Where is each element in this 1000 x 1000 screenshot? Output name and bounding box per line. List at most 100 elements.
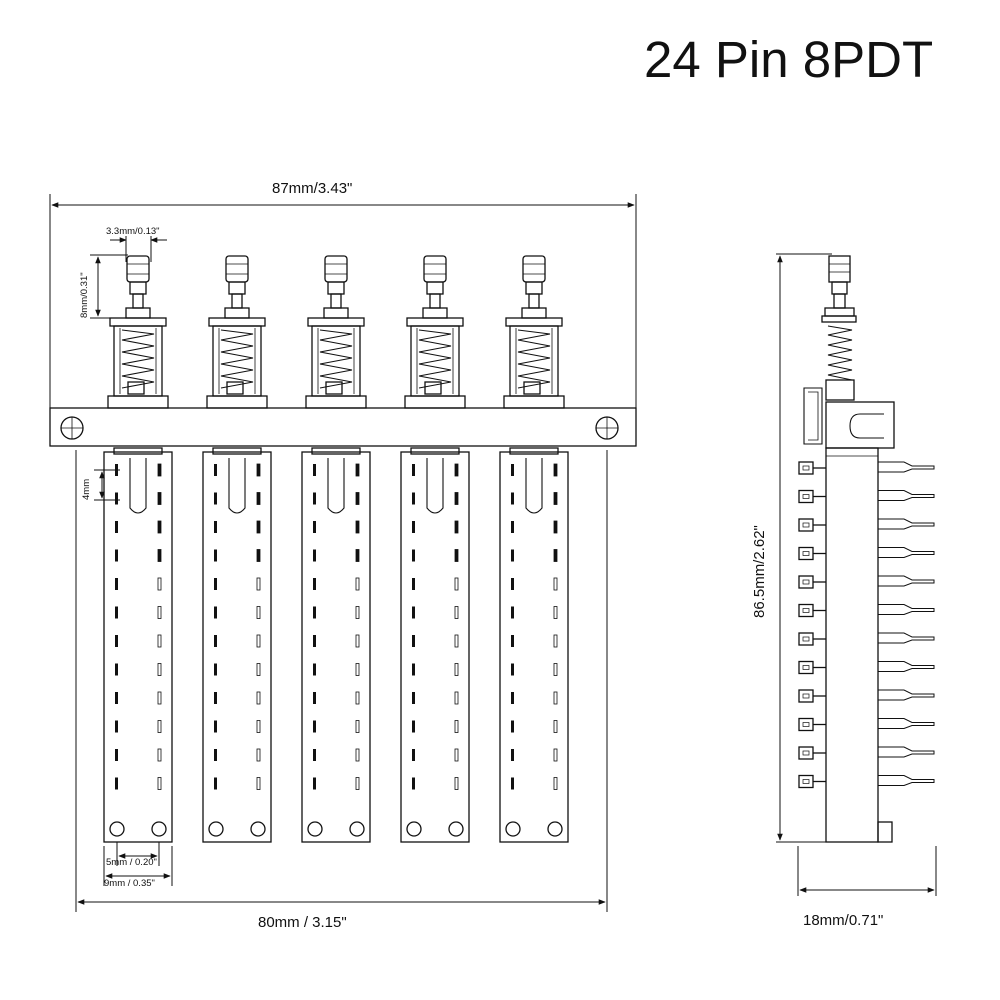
side-solder-lug — [878, 547, 935, 558]
contact-pin — [511, 606, 514, 619]
switch-1 — [103, 255, 173, 843]
contact-pin — [214, 606, 217, 619]
contact-pin — [256, 777, 261, 790]
pcb-hole — [307, 821, 323, 837]
side-terminal — [798, 660, 814, 675]
diagram-title: 24 Pin 8PDT — [644, 31, 934, 88]
contact-pin — [553, 777, 558, 790]
contact-pin — [511, 777, 514, 790]
base-plate — [404, 395, 466, 409]
contact-pin — [214, 663, 217, 676]
contact-pin — [355, 549, 360, 562]
contact-pin — [157, 663, 162, 676]
contact-pin — [115, 692, 118, 704]
contact-pin — [214, 549, 217, 562]
body-width-dimension — [103, 846, 173, 886]
contact-pin — [157, 720, 162, 733]
contact-pin — [256, 463, 261, 477]
side-terminal — [798, 461, 814, 475]
contact-pin — [115, 521, 118, 533]
side-terminal — [798, 717, 814, 732]
switch-body — [301, 451, 371, 843]
contact-pin — [214, 464, 217, 476]
pcb-hole — [349, 821, 365, 837]
contact-pin — [454, 720, 459, 733]
contact-pin — [511, 692, 514, 704]
switch-5 — [499, 255, 569, 843]
contact-pin — [454, 748, 459, 762]
contact-pin — [157, 748, 162, 762]
pcb-hole — [505, 821, 521, 837]
contact-pin — [511, 720, 514, 733]
side-terminal — [798, 632, 814, 646]
base-plate — [305, 395, 367, 409]
mounting-bar — [49, 407, 637, 447]
base-plate — [206, 395, 268, 409]
contact-pin — [412, 492, 415, 505]
contact-pin — [157, 777, 162, 790]
mounting-width-dimension — [75, 450, 608, 912]
contact-pin — [511, 749, 514, 761]
contact-pin — [553, 748, 558, 762]
switch-body — [202, 451, 272, 843]
contact-pin — [313, 777, 316, 790]
contact-pin — [412, 578, 415, 590]
contact-pin — [157, 520, 162, 534]
contact-pin — [256, 606, 261, 619]
overall-width-label: 87mm/3.43" — [272, 180, 353, 197]
contact-pin — [553, 549, 558, 562]
contact-pin — [454, 549, 459, 562]
plunger-cap — [324, 255, 348, 283]
pcb-hole — [208, 821, 224, 837]
actuator-slot — [327, 458, 345, 514]
switch-body — [103, 451, 173, 843]
plunger-cap — [423, 255, 447, 283]
base-plate — [107, 395, 169, 409]
actuator-slot — [129, 458, 147, 514]
contact-pin — [412, 606, 415, 619]
side-terminal — [798, 546, 814, 561]
contact-pin — [355, 634, 360, 648]
contact-pin — [115, 549, 118, 562]
side-solder-lug — [878, 775, 935, 786]
stem-width-dimension — [110, 236, 167, 262]
contact-pin — [355, 691, 360, 705]
contact-pin — [256, 577, 261, 591]
contact-pin — [115, 578, 118, 590]
contact-pin — [115, 720, 118, 733]
contact-pin — [214, 635, 217, 647]
contact-pin — [553, 520, 558, 534]
contact-pin — [115, 777, 118, 790]
stem-height-label: 8mm/0.31" — [79, 272, 90, 318]
contact-pin — [355, 492, 360, 505]
stem-height-dimension — [90, 254, 128, 319]
side-terminal — [798, 489, 814, 504]
contact-pin — [115, 606, 118, 619]
hole-spacing-label: 5mm / 0.20" — [106, 857, 157, 868]
contact-pin — [553, 492, 558, 505]
contact-pin — [256, 663, 261, 676]
switch-body — [499, 451, 569, 843]
contact-pin — [157, 549, 162, 562]
spring-plate — [208, 317, 266, 327]
actuator-slot — [426, 458, 444, 514]
contact-pin — [355, 777, 360, 790]
contact-pin — [355, 520, 360, 534]
pcb-hole — [109, 821, 125, 837]
contact-pin — [214, 749, 217, 761]
plunger-cap — [225, 255, 249, 283]
contact-pin — [553, 634, 558, 648]
contact-pin — [412, 521, 415, 533]
plunger-cap — [522, 255, 546, 283]
contact-pin — [412, 464, 415, 476]
side-terminal — [798, 603, 814, 618]
contact-pin — [355, 663, 360, 676]
switch-body — [400, 451, 470, 843]
contact-pin — [454, 492, 459, 505]
contact-pin — [511, 549, 514, 562]
switch-2 — [202, 255, 272, 843]
contact-pin — [355, 577, 360, 591]
contact-pin — [355, 606, 360, 619]
contact-pin — [553, 720, 558, 733]
